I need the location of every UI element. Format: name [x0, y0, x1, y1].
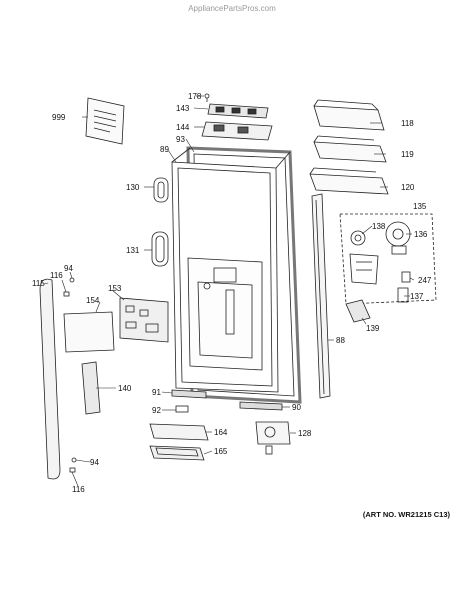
- callout-91[interactable]: 91: [152, 388, 161, 397]
- callout-115[interactable]: 115: [32, 279, 45, 288]
- callout-137[interactable]: 137: [410, 292, 424, 301]
- leader-lines: [43, 95, 415, 487]
- callout-999[interactable]: 999: [52, 113, 66, 122]
- part-178-screw[interactable]: [204, 93, 210, 102]
- callout-92[interactable]: 92: [152, 406, 161, 415]
- part-247-actuator[interactable]: [401, 271, 411, 283]
- part-164-pad[interactable]: [149, 423, 209, 441]
- callout-138[interactable]: 138: [372, 222, 386, 231]
- callout-118[interactable]: 118: [401, 119, 414, 128]
- part-138-gear[interactable]: [350, 230, 366, 246]
- part-136-motor[interactable]: [385, 221, 411, 255]
- callout-89[interactable]: 89: [160, 145, 169, 154]
- callout-128[interactable]: 128: [298, 429, 312, 438]
- callout-164[interactable]: 164: [214, 428, 228, 437]
- callout-136[interactable]: 136: [414, 230, 428, 239]
- callout-labels: 178 143 999 144 93 89 118 119 120 130 13…: [32, 92, 432, 494]
- part-92-part[interactable]: [175, 405, 189, 413]
- part-135-assembly[interactable]: [339, 213, 437, 305]
- part-94-screw-lower[interactable]: [71, 457, 77, 463]
- part-89-door[interactable]: [171, 147, 291, 393]
- part-143-board[interactable]: [207, 103, 269, 119]
- callout-178[interactable]: 178: [188, 92, 202, 101]
- callout-143[interactable]: 143: [176, 104, 190, 113]
- part-154-cover[interactable]: [63, 311, 115, 353]
- part-116-screw-lower[interactable]: [69, 467, 76, 473]
- art-number: (ART NO. WR21215 C13): [362, 510, 450, 519]
- part-94-screw-upper[interactable]: [69, 277, 75, 283]
- callout-135[interactable]: 135: [413, 202, 427, 211]
- callout-153[interactable]: 153: [108, 284, 122, 293]
- part-130-bracket[interactable]: [153, 177, 169, 203]
- callout-116-upper[interactable]: 116: [50, 271, 63, 280]
- part-91-part[interactable]: [171, 389, 207, 399]
- part-999-manual[interactable]: [85, 97, 125, 145]
- callout-116-lower[interactable]: 116: [72, 485, 85, 494]
- callout-144[interactable]: 144: [176, 123, 190, 132]
- part-116-screw-upper[interactable]: [63, 291, 70, 297]
- callout-139[interactable]: 139: [366, 324, 380, 333]
- callout-88[interactable]: 88: [336, 336, 345, 345]
- part-165-tray[interactable]: [149, 445, 205, 461]
- part-153-board[interactable]: [119, 297, 169, 343]
- callout-119[interactable]: 119: [401, 150, 414, 159]
- callout-131[interactable]: 131: [126, 246, 140, 255]
- part-88-frame[interactable]: [311, 193, 331, 399]
- part-144-bracket[interactable]: [201, 121, 273, 141]
- callout-140[interactable]: 140: [118, 384, 132, 393]
- part-115-handle[interactable]: [39, 278, 61, 480]
- part-90-part[interactable]: [239, 401, 283, 411]
- part-128-module[interactable]: [255, 421, 291, 455]
- callout-94-upper[interactable]: 94: [64, 264, 73, 273]
- part-140-strip[interactable]: [81, 361, 101, 415]
- part-120-bin[interactable]: [309, 167, 389, 195]
- callout-120[interactable]: 120: [401, 183, 415, 192]
- callout-90[interactable]: 90: [292, 403, 301, 412]
- callout-130[interactable]: 130: [126, 183, 140, 192]
- part-118-bin[interactable]: [313, 99, 385, 131]
- part-135-housing[interactable]: [349, 253, 379, 285]
- watermark: AppliancePartsPros.com: [188, 4, 276, 13]
- part-137-switch[interactable]: [397, 287, 409, 303]
- callout-165[interactable]: 165: [214, 447, 228, 456]
- callout-94-lower[interactable]: 94: [90, 458, 99, 467]
- callout-247[interactable]: 247: [418, 276, 432, 285]
- callout-154[interactable]: 154: [86, 296, 100, 305]
- part-119-bin[interactable]: [313, 135, 387, 163]
- callout-93[interactable]: 93: [176, 135, 185, 144]
- part-131-bracket[interactable]: [151, 231, 169, 267]
- part-139-paddle[interactable]: [345, 299, 371, 323]
